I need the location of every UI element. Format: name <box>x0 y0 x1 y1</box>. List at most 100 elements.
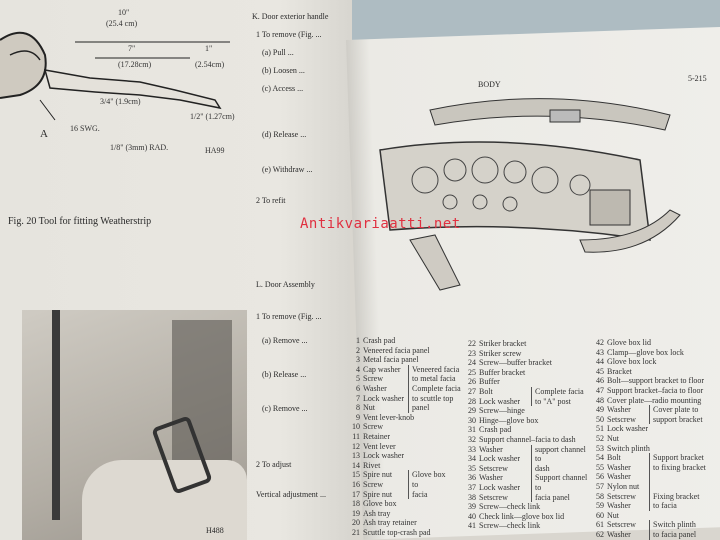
section-heading: K. Door exterior handle <box>252 12 329 21</box>
part-number: 22 <box>468 339 476 348</box>
part-number: 59 <box>596 501 604 511</box>
part-group-note: support channel to dash <box>531 444 586 474</box>
part-name: Vent lever-knob <box>363 412 415 422</box>
part-number: 18 <box>352 499 360 509</box>
part-name: Rivet <box>363 460 381 470</box>
part-number: 42 <box>596 338 604 347</box>
part-name: Washer <box>363 384 387 393</box>
part-name: Lock washer <box>479 454 521 464</box>
tool-drawing <box>0 31 230 121</box>
part-name: Nut <box>607 434 619 443</box>
text-line: 1 To remove (Fig. ... <box>256 30 322 39</box>
part-number: 24 <box>468 358 476 368</box>
part-group-note: Support bracket to fixing bracket <box>649 453 706 492</box>
part-number: 35 <box>468 463 476 473</box>
part-name: Setscrew <box>479 463 508 473</box>
part-number: 56 <box>596 472 604 482</box>
text-line: (a) Pull ... <box>262 48 294 57</box>
part-group-note: Veneered facia to metal facia <box>408 364 459 384</box>
part-number: 62 <box>596 530 604 539</box>
part-name: Retainer <box>363 432 391 441</box>
part-name: Washer <box>607 501 631 511</box>
part-number: 49 <box>596 405 604 415</box>
part-number: 5 <box>356 374 360 384</box>
part-number: 8 <box>356 403 360 413</box>
door-photo: H488 <box>22 310 247 540</box>
part-group-note: Complete facia to scuttle top panel <box>408 384 461 413</box>
text-line: (b) Release ... <box>262 370 307 379</box>
part-number: 10 <box>352 422 360 432</box>
part-number: 2 <box>356 345 360 355</box>
part-number: 3 <box>356 355 360 365</box>
part-number: 26 <box>468 377 476 387</box>
part-number: 32 <box>468 435 476 444</box>
facia-exploded-diagram <box>379 98 681 291</box>
dim-label: 3/4" (1.9cm) <box>100 97 141 106</box>
part-name: Setscrew <box>607 520 636 530</box>
part-name: Screw <box>363 374 383 384</box>
text-line: 2 To refit <box>256 196 286 205</box>
part-name: Washer <box>607 405 631 415</box>
part-name: Hinge—glove box <box>479 415 539 425</box>
section-heading: L. Door Assembly <box>256 280 315 289</box>
text-line: 1 To remove (Fig. ... <box>256 312 322 321</box>
part-group-note: Fixing bracket to facia <box>649 491 699 511</box>
part-name: Spire nut <box>363 470 393 480</box>
text-line: (d) Release ... <box>262 130 307 139</box>
part-name: Bolt—support bracket to floor <box>607 376 705 386</box>
part-number: 16 <box>352 480 360 489</box>
part-number: 54 <box>596 453 604 463</box>
part-name: Vent lever <box>363 441 396 451</box>
part-number: 6 <box>356 384 360 393</box>
part-number: 43 <box>596 347 604 357</box>
part-number: 27 <box>468 387 476 396</box>
part-number: 58 <box>596 491 604 501</box>
part-number: 30 <box>468 415 476 425</box>
photo-label: H488 <box>206 526 224 535</box>
dim-label: 1/8" (3mm) RAD. <box>110 143 169 152</box>
left-page: 10" (25.4 cm) 7" (17.28cm) 1" (2.54cm) 3… <box>0 0 350 540</box>
part-number: 21 <box>352 528 360 537</box>
part-number: 41 <box>468 521 476 531</box>
part-name: Buffer bracket <box>479 367 526 377</box>
part-name: Veneered facia panel <box>363 345 430 355</box>
part-name: Glove box lock <box>607 357 657 367</box>
part-number: 14 <box>352 460 360 470</box>
part-number: 52 <box>596 434 604 443</box>
part-number: 40 <box>468 511 476 521</box>
text-line: (a) Remove ... <box>262 336 308 345</box>
part-number: 36 <box>468 473 476 483</box>
part-number: 51 <box>596 424 604 434</box>
part-name: Cover plate—radio mounting <box>607 395 702 405</box>
part-name: Washer <box>607 530 631 539</box>
part-name: Washer <box>607 472 631 482</box>
part-name: Scuttle top-crash pad <box>363 528 431 537</box>
text-line: (e) Withdraw ... <box>262 165 313 174</box>
part-name: Screw <box>363 480 383 489</box>
part-number: 45 <box>596 366 604 376</box>
dim-label: 16 SWG. <box>70 124 100 133</box>
part-number: 34 <box>468 454 476 464</box>
part-group-note: Switch plinth to facia panel <box>649 520 696 540</box>
